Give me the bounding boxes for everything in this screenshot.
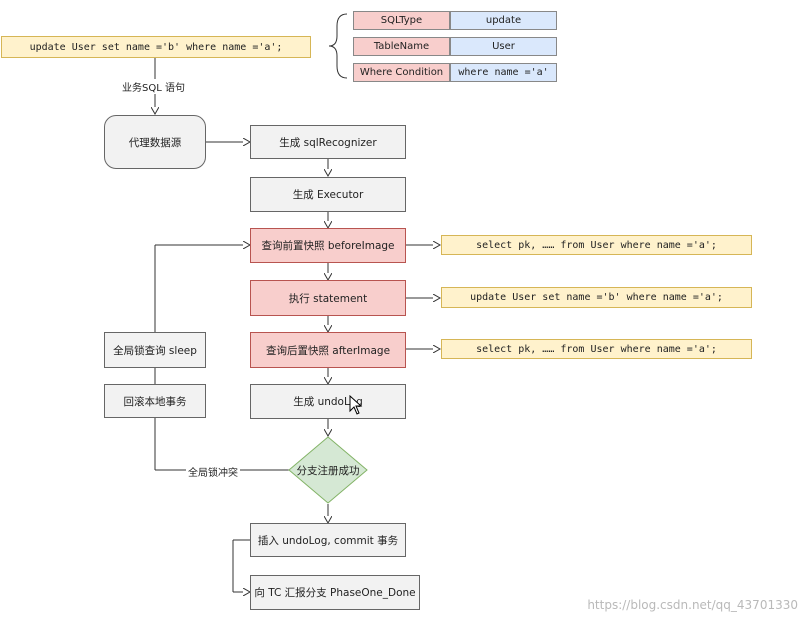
execute-statement-node: 执行 statement bbox=[250, 280, 406, 316]
insert-undolog-commit-label: 插入 undoLog, commit 事务 bbox=[257, 534, 399, 547]
global-lock-query-node: 全局锁查询 sleep bbox=[104, 332, 206, 368]
branch-register-label: 分支注册成功 bbox=[296, 464, 360, 477]
watermark: https://blog.csdn.net/qq_43701330 bbox=[587, 598, 798, 612]
rollback-local-label: 回滚本地事务 bbox=[123, 395, 187, 408]
mouse-cursor-icon bbox=[349, 395, 363, 415]
parse-key-where: Where Condition bbox=[353, 63, 450, 82]
parse-value-tablename: User bbox=[450, 37, 557, 56]
gen-recognizer-node: 生成 sqlRecognizer bbox=[250, 125, 406, 159]
gen-undolog-node: 生成 undoLog bbox=[250, 384, 406, 419]
parse-value-sqltype: update bbox=[450, 11, 557, 30]
gen-executor-node: 生成 Executor bbox=[250, 177, 406, 212]
insert-undolog-commit-node: 插入 undoLog, commit 事务 bbox=[250, 523, 406, 557]
update-stmt-box: update User set name ='b' where name ='a… bbox=[441, 287, 752, 308]
sql-statement-box: update User set name ='b' where name ='a… bbox=[1, 36, 311, 58]
report-phaseone-node: 向 TC 汇报分支 PhaseOne_Done bbox=[250, 575, 420, 610]
business-sql-label: 业务SQL 语句 bbox=[120, 79, 187, 94]
after-select-box: select pk, …… from User where name ='a'; bbox=[441, 339, 752, 359]
execute-statement-label: 执行 statement bbox=[288, 292, 368, 305]
datasource-proxy-node: 代理数据源 bbox=[104, 115, 206, 169]
after-image-label: 查询后置快照 afterImage bbox=[265, 344, 391, 357]
gen-recognizer-label: 生成 sqlRecognizer bbox=[279, 136, 377, 149]
after-image-node: 查询后置快照 afterImage bbox=[250, 332, 406, 368]
before-select-box: select pk, …… from User where name ='a'; bbox=[441, 235, 752, 255]
parse-key-sqltype: SQLType bbox=[353, 11, 450, 30]
sql-statement-text: update User set name ='b' where name ='a… bbox=[29, 41, 283, 53]
before-image-node: 查询前置快照 beforeImage bbox=[250, 228, 406, 263]
datasource-proxy-label: 代理数据源 bbox=[128, 136, 182, 149]
update-stmt-text: update User set name ='b' where name ='a… bbox=[470, 292, 723, 303]
parse-value-where: where name ='a' bbox=[450, 63, 557, 82]
lock-conflict-label: 全局锁冲突 bbox=[186, 464, 240, 479]
rollback-local-node: 回滚本地事务 bbox=[104, 384, 206, 418]
branch-register-diamond bbox=[288, 436, 368, 504]
gen-undolog-label: 生成 undoLog bbox=[293, 396, 363, 408]
parse-key-tablename: TableName bbox=[353, 37, 450, 56]
global-lock-query-label: 全局锁查询 sleep bbox=[113, 344, 197, 357]
gen-executor-label: 生成 Executor bbox=[292, 189, 364, 201]
report-phaseone-label: 向 TC 汇报分支 PhaseOne_Done bbox=[254, 587, 416, 599]
before-select-text: select pk, …… from User where name ='a'; bbox=[476, 239, 717, 251]
after-select-text: select pk, …… from User where name ='a'; bbox=[476, 343, 717, 355]
before-image-label: 查询前置快照 beforeImage bbox=[261, 240, 395, 252]
